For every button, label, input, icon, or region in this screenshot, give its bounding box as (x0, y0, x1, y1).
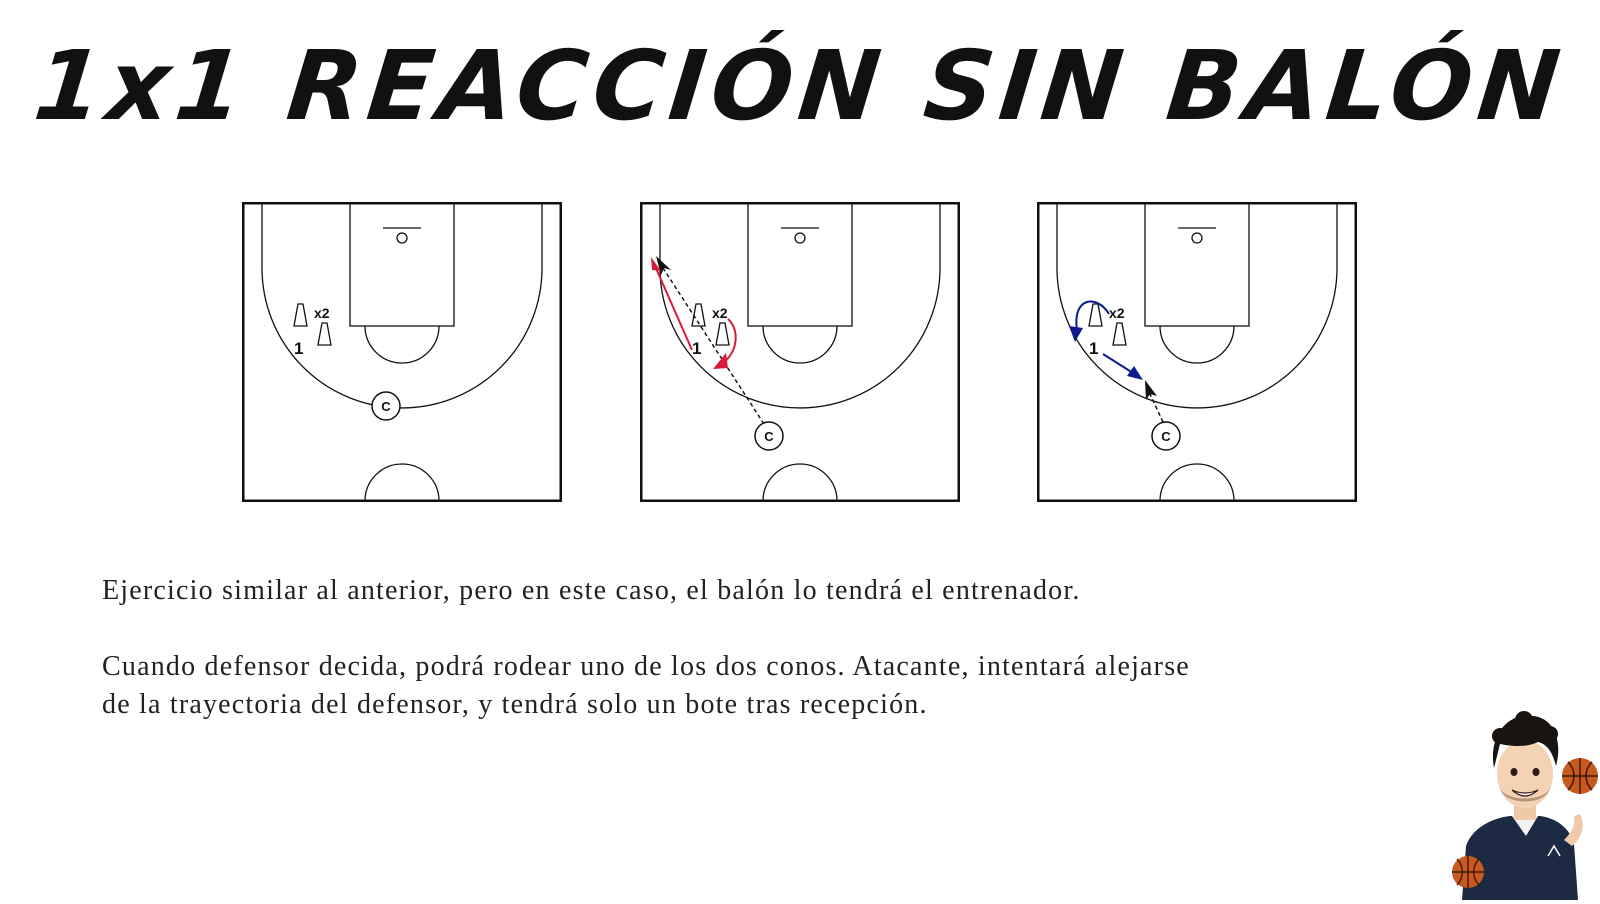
attacker-cut-arrowhead-icon (651, 257, 661, 271)
cones-label: x2 (712, 305, 728, 321)
coach-label: C (1161, 429, 1171, 444)
half-court-lines (1037, 202, 1357, 502)
court-diagram-3: x2 1 C (1037, 202, 1357, 502)
attacker-cut-path (1102, 353, 1134, 374)
attacker-label: 1 (294, 339, 303, 358)
court-diagram-1: x2 1 C (242, 202, 562, 502)
description-paragraph-1: Ejercicio similar al anterior, pero en e… (102, 575, 1081, 606)
defender-arrowhead-icon (1069, 326, 1083, 342)
defender-path (1075, 300, 1110, 331)
cone-icon (317, 322, 332, 346)
pass-path (1148, 391, 1164, 423)
cone-icon (1088, 303, 1103, 327)
coach-marker (754, 421, 784, 451)
cone-icon (1112, 322, 1127, 346)
cone-icon (715, 322, 730, 346)
coach-label: C (381, 399, 391, 414)
cones-label: x2 (314, 305, 330, 321)
defender-arrowhead-icon (713, 353, 728, 369)
page-title: 1x1 REACCIÓN SIN BALÓN (29, 30, 1571, 142)
description-paragraph-2-line-2: de la trayectoria del defensor, y tendrá… (102, 689, 928, 720)
description-paragraph-2-line-1: Cuando defensor decida, podrá rodear uno… (102, 651, 1190, 682)
half-court-lines (640, 202, 960, 502)
half-court-lines (242, 202, 562, 502)
attacker-cut-arrowhead-icon (1127, 366, 1143, 380)
court-diagram-2: x2 1 C (640, 202, 960, 502)
coach-avatar (1452, 706, 1600, 900)
cone-icon (293, 303, 308, 327)
cones-label: x2 (1109, 305, 1125, 321)
attacker-cut-path (654, 265, 693, 351)
attacker-label: 1 (1089, 339, 1098, 358)
coach-label: C (764, 429, 774, 444)
attacker-label: 1 (692, 339, 701, 358)
coach-marker (371, 391, 401, 421)
coach-marker (1151, 421, 1181, 451)
pass-path (662, 267, 765, 425)
pass-arrowhead-icon (1145, 380, 1157, 400)
cone-icon (691, 303, 706, 327)
